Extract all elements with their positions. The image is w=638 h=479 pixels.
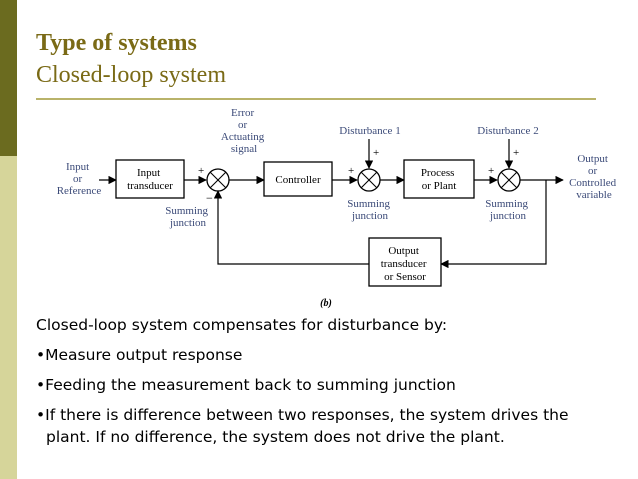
disturbance-1-label: Disturbance 1 [339, 125, 400, 137]
output-transducer-block: Output transducer or Sensor [368, 237, 442, 287]
diagram-caption: (b) [320, 298, 332, 309]
plus-sign: + [488, 165, 494, 177]
input-transducer-block: Input transducer [115, 159, 185, 199]
slide-title: Type of systems [36, 30, 197, 56]
summing-label-middle: Summing junction [347, 198, 393, 222]
plus-sign: + [348, 165, 354, 177]
summing-junction-left [206, 168, 230, 192]
bullet-item: •Measure output response [36, 346, 243, 364]
summing-label-left: Summing junction [165, 205, 211, 229]
slide-subtitle: Closed-loop system [36, 62, 226, 88]
summing-junction-right [497, 168, 521, 192]
title-divider [36, 98, 596, 100]
controller-block: Controller [263, 161, 333, 197]
bullet-item: •If there is difference between two resp… [36, 406, 569, 446]
plus-sign: + [373, 147, 379, 159]
disturbance-2-label: Disturbance 2 [477, 125, 538, 137]
body-intro: Closed-loop system compensates for distu… [36, 316, 448, 334]
error-label: Error or Actuating signal [221, 107, 267, 155]
svg-text:Process or Plant: Process or Plant [421, 167, 457, 192]
svg-text:Output transducer: Output transducer or Sensor [381, 245, 430, 283]
plus-sign: + [513, 147, 519, 159]
summing-label-right: Summing junction [485, 198, 531, 222]
output-label: Output or Controlled variable [569, 153, 619, 201]
closed-loop-block-diagram: Input or Reference Input transducer + − … [36, 102, 626, 312]
slide-body: Closed-loop system compensates for distu… [36, 314, 606, 456]
svg-text:Input transducer: Input transducer [127, 167, 173, 192]
summing-junction-middle [357, 168, 381, 192]
sidebar-accent-light [0, 156, 17, 479]
minus-sign: − [206, 191, 213, 205]
sidebar-accent-dark [0, 0, 17, 156]
plus-sign: + [198, 165, 204, 177]
process-plant-block: Process or Plant [403, 159, 475, 199]
svg-text:Controller: Controller [275, 174, 321, 186]
bullet-item: •Feeding the measurement back to summing… [36, 376, 456, 394]
input-label: Input or Reference [57, 161, 102, 197]
